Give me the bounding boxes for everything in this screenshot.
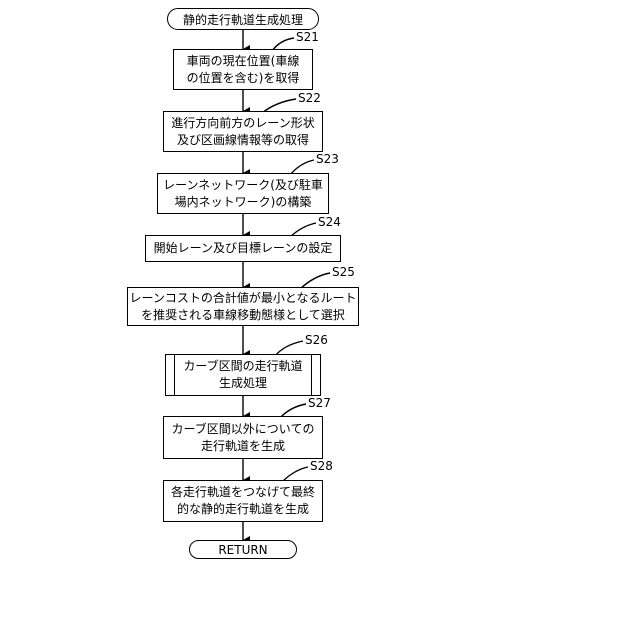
step-label-s25: S25 (332, 265, 355, 279)
process-box-s25: レーンコストの合計値が最小となるルート を推奨される車線移動態様として選択 (127, 287, 359, 326)
start-label: 静的走行軌道生成処理 (183, 11, 303, 28)
step-label-s26: S26 (305, 333, 328, 347)
process-text-s28: 各走行軌道をつなげて最終 的な静的走行軌道を生成 (171, 484, 315, 518)
end-terminal: RETURN (189, 540, 297, 559)
process-text-s26: カーブ区間の走行軌道 生成処理 (183, 358, 302, 392)
process-text-s23: レーンネットワーク(及び駐車 場内ネットワーク)の構築 (163, 177, 323, 211)
process-box-s27: カーブ区間以外についての 走行軌道を生成 (163, 416, 323, 459)
process-box-s24: 開始レーン及び目標レーンの設定 (145, 235, 341, 262)
process-box-s28: 各走行軌道をつなげて最終 的な静的走行軌道を生成 (163, 480, 323, 522)
process-box-s22: 進行方向前方のレーン形状 及び区画線情報等の取得 (163, 111, 323, 152)
process-box-s23: レーンネットワーク(及び駐車 場内ネットワーク)の構築 (157, 173, 329, 214)
step-label-s23: S23 (316, 152, 339, 166)
process-text-s21: 車両の現在位置(車線 の位置を含む)を取得 (187, 53, 300, 87)
end-label: RETURN (218, 543, 267, 557)
process-text-s27: カーブ区間以外についての 走行軌道を生成 (172, 421, 315, 455)
step-label-s24: S24 (318, 215, 341, 229)
process-text-s24: 開始レーン及び目標レーンの設定 (154, 240, 333, 257)
subroutine-right-bar (311, 355, 312, 395)
subroutine-box-s26: カーブ区間の走行軌道 生成処理 (165, 354, 321, 396)
subroutine-left-bar (174, 355, 175, 395)
step-label-s28: S28 (310, 459, 333, 473)
process-text-s25: レーンコストの合計値が最小となるルート を推奨される車線移動態様として選択 (129, 290, 356, 324)
step-label-s22: S22 (298, 91, 321, 105)
process-box-s21: 車両の現在位置(車線 の位置を含む)を取得 (173, 49, 313, 90)
start-terminal: 静的走行軌道生成処理 (167, 8, 319, 30)
step-label-s21: S21 (296, 30, 319, 44)
step-label-s27: S27 (308, 396, 331, 410)
process-text-s22: 進行方向前方のレーン形状 及び区画線情報等の取得 (171, 115, 314, 149)
